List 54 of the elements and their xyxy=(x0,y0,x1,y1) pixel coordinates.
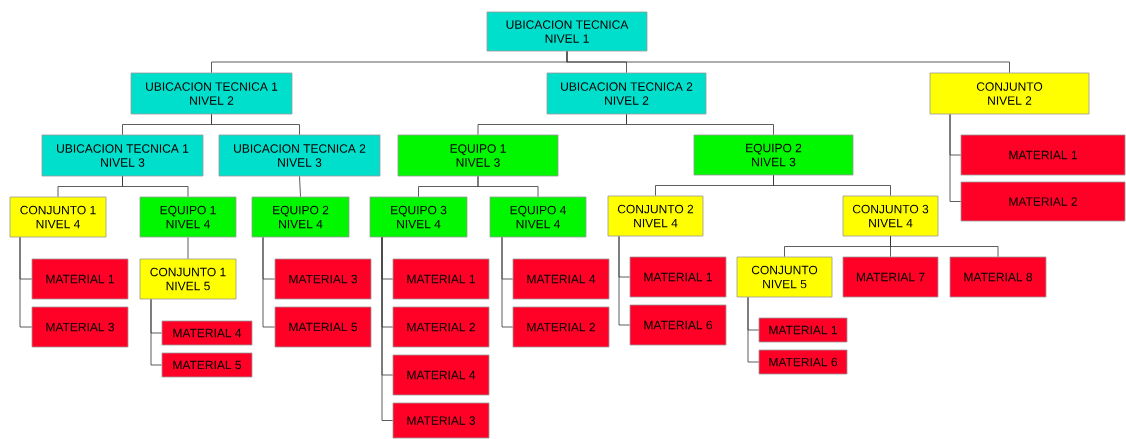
connector-line xyxy=(618,236,630,326)
org-box: MATERIAL 1 xyxy=(960,134,1126,176)
connector-line xyxy=(381,237,393,421)
org-box: MATERIAL 2 xyxy=(392,306,490,348)
org-box: CONJUNTO 3 NIVEL 4 xyxy=(842,195,939,237)
connector-line xyxy=(890,236,999,257)
connector-line xyxy=(626,114,774,135)
org-box: MATERIAL 8 xyxy=(949,256,1047,298)
org-box: MATERIAL 3 xyxy=(31,306,129,348)
org-box: MATERIAL 3 xyxy=(392,402,490,439)
connector-line xyxy=(122,176,189,197)
org-box: MATERIAL 4 xyxy=(161,320,253,346)
connector-line xyxy=(501,237,513,328)
org-box: UBICACION TECNICA NIVEL 1 xyxy=(486,11,648,52)
org-box: EQUIPO 2 NIVEL 3 xyxy=(693,134,854,176)
org-box: MATERIAL 6 xyxy=(629,304,727,346)
org-box: EQUIPO 3 NIVEL 4 xyxy=(369,196,468,238)
org-box: MATERIAL 2 xyxy=(960,181,1126,222)
connector-line xyxy=(187,237,189,259)
org-box: MATERIAL 7 xyxy=(842,256,939,298)
org-box: EQUIPO 4 NIVEL 4 xyxy=(489,196,587,238)
org-box: CONJUNTO NIVEL 5 xyxy=(736,256,833,298)
org-box: UBICACION TECNICA 1 NIVEL 2 xyxy=(130,72,293,115)
connector-line xyxy=(566,51,1010,73)
org-box: MATERIAL 3 xyxy=(274,258,372,300)
org-box: MATERIAL 5 xyxy=(274,306,372,348)
connector-line xyxy=(19,237,32,328)
org-box: CONJUNTO 1 NIVEL 4 xyxy=(9,196,107,238)
connector-line xyxy=(299,176,301,197)
connector-line xyxy=(262,237,275,328)
org-box: MATERIAL 4 xyxy=(512,258,610,300)
org-box: MATERIAL 2 xyxy=(512,306,610,348)
org-box: MATERIAL 6 xyxy=(758,349,848,375)
org-box: EQUIPO 2 NIVEL 4 xyxy=(251,196,350,238)
connector-line xyxy=(150,299,162,366)
org-box: MATERIAL 1 xyxy=(758,317,848,343)
connector-line xyxy=(773,175,891,196)
org-box: MATERIAL 4 xyxy=(392,354,490,396)
org-box: UBICACION TECNICA 2 NIVEL 2 xyxy=(546,72,707,115)
org-box: CONJUNTO 1 NIVEL 5 xyxy=(139,258,237,300)
org-box: MATERIAL 1 xyxy=(392,258,490,300)
org-box: MATERIAL 1 xyxy=(629,256,727,298)
connector-line xyxy=(949,114,961,202)
org-box: UBICACION TECNICA 1 NIVEL 3 xyxy=(41,134,204,177)
connector-line xyxy=(477,176,539,197)
org-box: CONJUNTO NIVEL 2 xyxy=(929,72,1090,115)
connector-line xyxy=(747,297,759,363)
org-box: MATERIAL 5 xyxy=(161,352,253,378)
org-box: UBICACION TECNICA 2 NIVEL 3 xyxy=(218,134,381,177)
org-box: EQUIPO 1 NIVEL 3 xyxy=(397,134,559,177)
org-box: MATERIAL 1 xyxy=(31,258,129,300)
org-box: CONJUNTO 2 NIVEL 4 xyxy=(607,195,704,237)
connector-line xyxy=(211,114,300,135)
org-box: EQUIPO 1 NIVEL 4 xyxy=(139,196,237,238)
